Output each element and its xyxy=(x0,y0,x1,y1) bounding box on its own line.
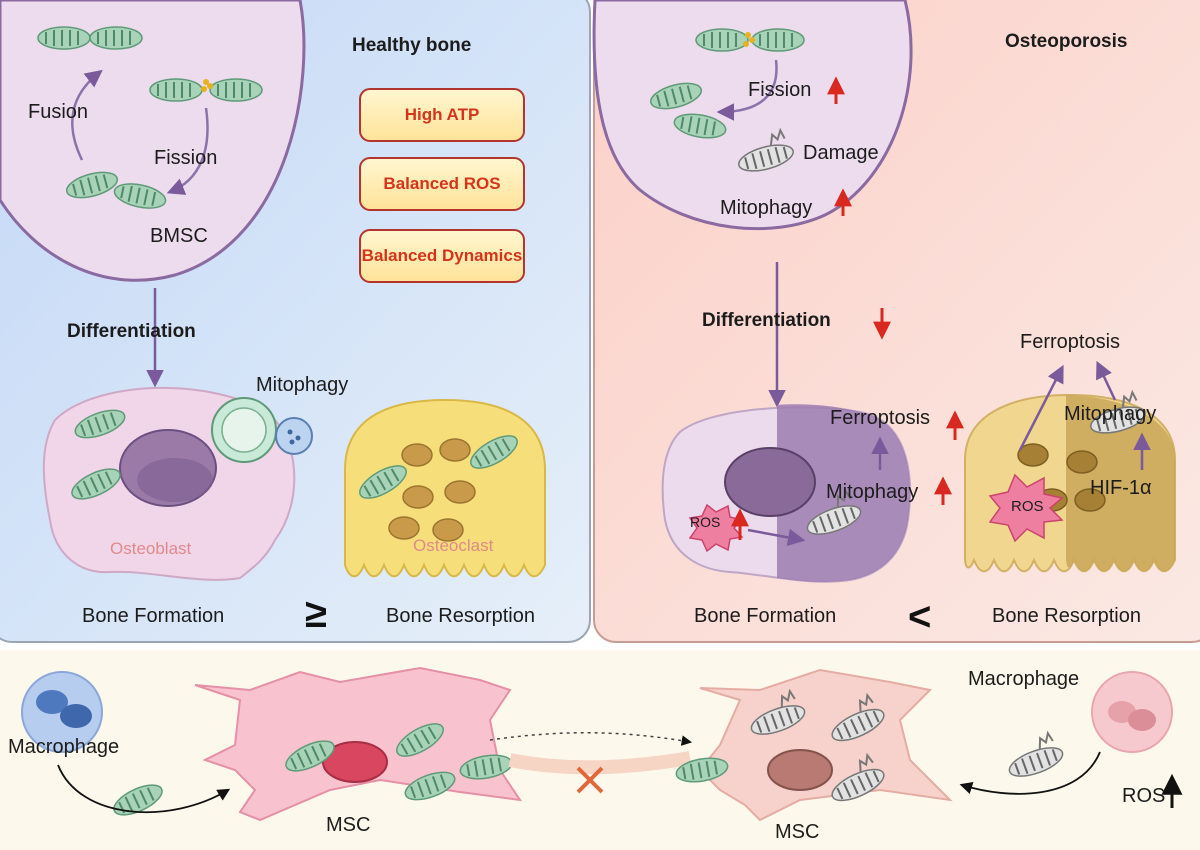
msc-right-cell xyxy=(698,668,953,822)
bone-formation-label: Bone Formation xyxy=(82,605,225,627)
fission-label: Fission xyxy=(154,147,218,169)
osteoblast-label: Osteoblast xyxy=(110,539,192,558)
comparison-symbol-op: < xyxy=(908,595,932,639)
mitophagy-label-op: Mitophagy xyxy=(720,197,813,219)
macrophage-left-label: Macrophage xyxy=(8,736,120,758)
bmsc-label: BMSC xyxy=(150,225,208,247)
mitophagy-clast-label: Mitophagy xyxy=(1064,403,1157,425)
ros-blast-label: ROS xyxy=(690,514,721,530)
differentiation-label: Differentiation xyxy=(67,321,196,342)
ros-burst xyxy=(688,503,744,553)
msc-left-label: MSC xyxy=(326,814,371,836)
bmsc-cell xyxy=(0,0,306,282)
comparison-symbol: ≥ xyxy=(305,592,327,636)
osteoporosis-title: Osteoporosis xyxy=(1005,31,1128,52)
ferroptosis-cell-label: Ferroptosis xyxy=(830,407,931,429)
stat-balanced-dynamics: Balanced Dynamics xyxy=(359,229,525,283)
bmsc-cell-op xyxy=(592,0,913,231)
ferroptosis-top-label: Ferroptosis xyxy=(1020,331,1121,353)
fusion-label: Fusion xyxy=(28,101,89,123)
damage-label: Damage xyxy=(803,142,879,164)
osteoclast-label: Osteoclast xyxy=(413,536,494,555)
ros-burst xyxy=(988,473,1064,543)
ros-transfer-label: ROS xyxy=(1122,785,1166,807)
mitophagy-label: Mitophagy xyxy=(256,374,349,396)
macrophage-right-label: Macrophage xyxy=(968,668,1080,690)
mitophagy-cell-label: Mitophagy xyxy=(826,481,919,503)
stat-high-atp: High ATP xyxy=(359,88,525,142)
bone-formation-label-op: Bone Formation xyxy=(694,605,837,627)
cross-icon xyxy=(576,766,604,794)
hif-label: HIF-1α xyxy=(1090,477,1152,499)
bone-resorption-label: Bone Resorption xyxy=(386,605,535,627)
transfer-panel xyxy=(0,650,1200,850)
stat-balanced-ros: Balanced ROS xyxy=(359,157,525,211)
differentiation-label-op: Differentiation xyxy=(702,310,831,331)
bone-resorption-label-op: Bone Resorption xyxy=(992,605,1141,627)
msc-right-label: MSC xyxy=(775,821,820,843)
ros-clast-label: ROS xyxy=(1011,498,1044,515)
healthy-title: Healthy bone xyxy=(352,35,472,56)
fission-label-op: Fission xyxy=(748,79,812,101)
